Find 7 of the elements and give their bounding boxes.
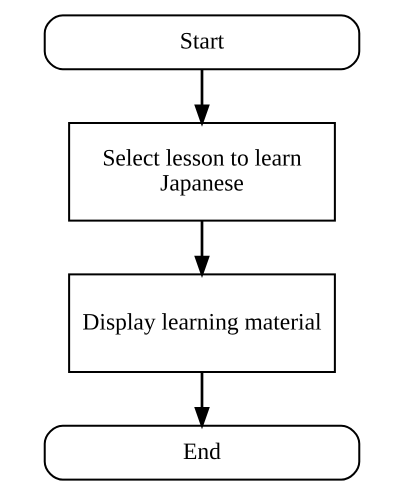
node-box: Display learning material	[68, 273, 336, 373]
node-box: Select lesson to learn Japanese	[68, 122, 336, 222]
arrow	[194, 70, 210, 127]
arrow	[194, 221, 210, 278]
arrow	[194, 372, 210, 430]
node-box: End	[43, 424, 360, 481]
node-box: Start	[43, 14, 360, 70]
